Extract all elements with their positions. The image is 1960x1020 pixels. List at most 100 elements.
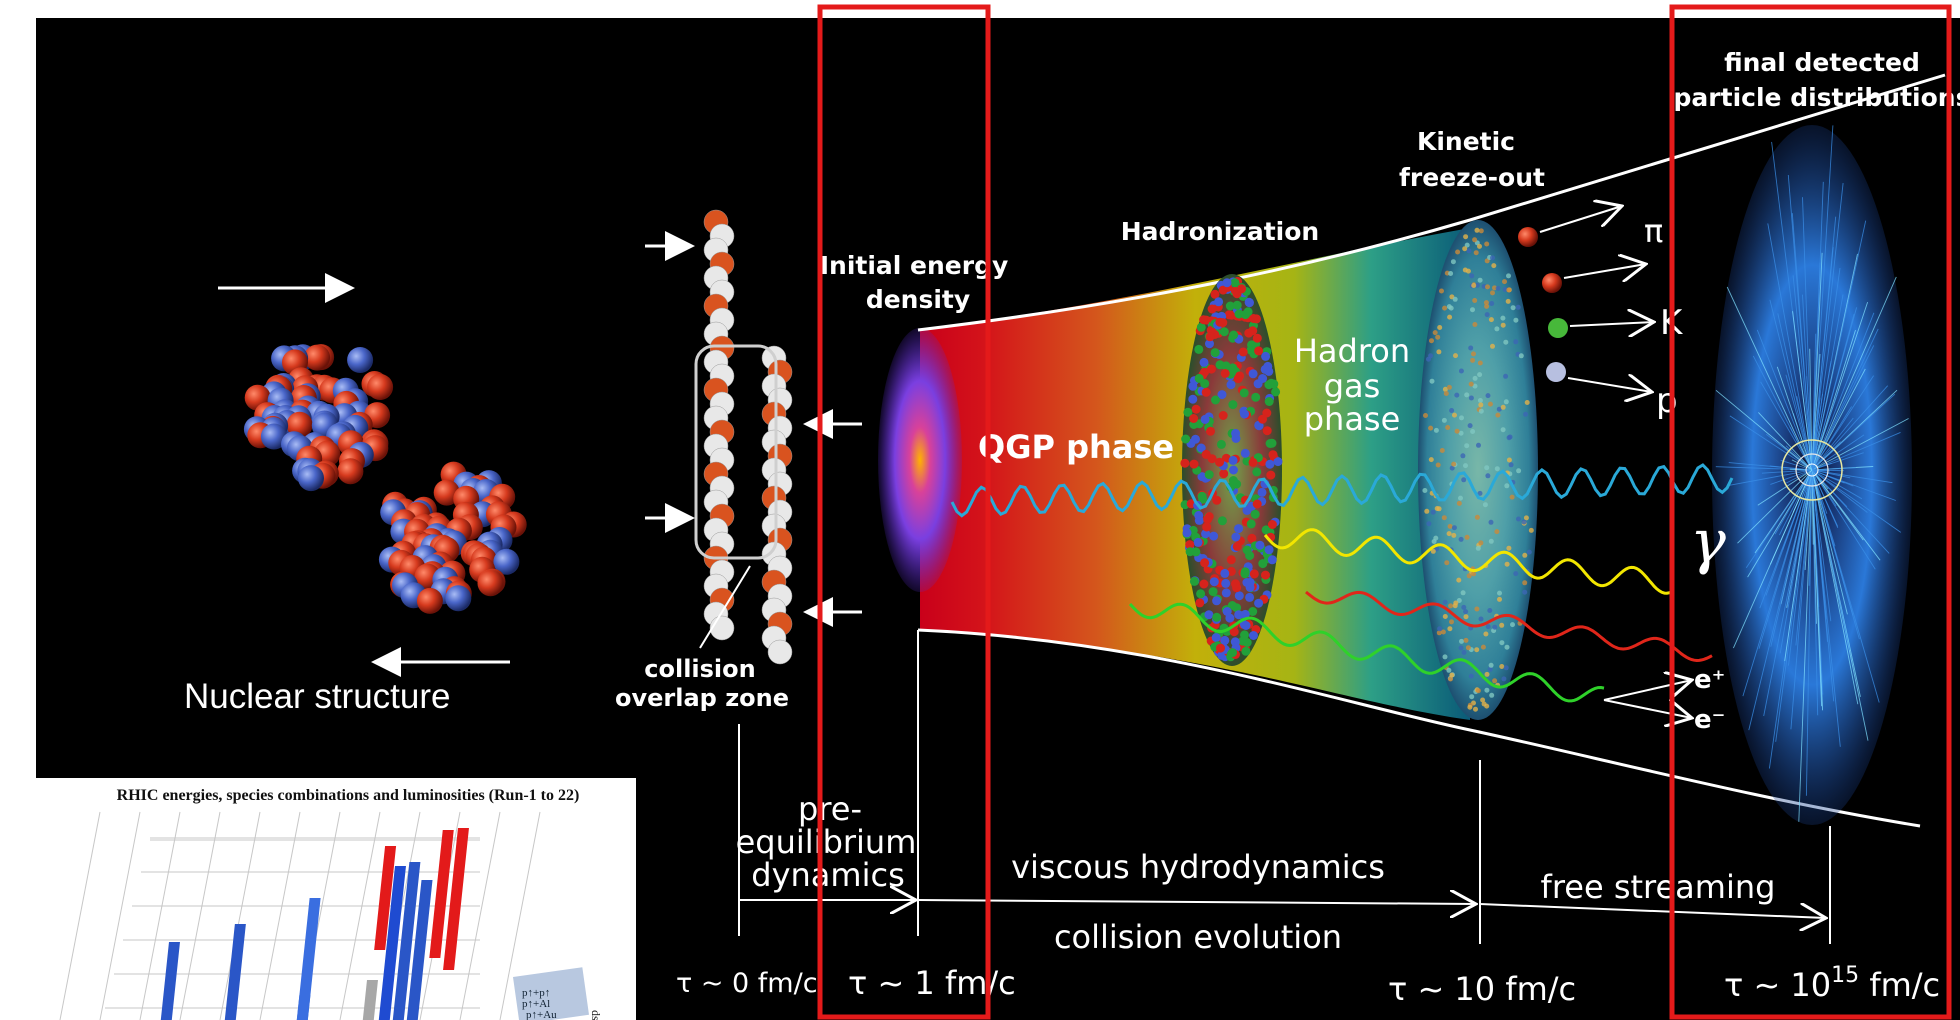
hadron-dot [1251, 392, 1261, 402]
hadron-dot [1242, 545, 1252, 555]
hadron-dot [1195, 598, 1205, 608]
detector-track [1811, 417, 1854, 471]
freeze-out-speck [1510, 622, 1515, 628]
detector-track [1715, 389, 1813, 471]
hadron-dot [1212, 495, 1222, 505]
hadron-dot [1253, 379, 1263, 389]
detector-track [1790, 469, 1813, 730]
freeze-out-speck [1432, 330, 1438, 336]
timeline-arrow-2 [917, 900, 1476, 904]
freeze-out-speck [1444, 560, 1450, 566]
nucleon [304, 344, 331, 371]
hadron-dot [1243, 307, 1253, 317]
hadron-dot [1268, 450, 1278, 460]
freeze-out-speck [1492, 624, 1498, 630]
free-streaming-label: free streaming [1541, 868, 1776, 906]
detector-track [1811, 393, 1823, 471]
freeze-out-speck [1485, 624, 1491, 630]
inset-grid-line [99, 811, 141, 1020]
freeze-out-speck [1504, 644, 1510, 650]
fireball-outline-bottom [917, 628, 1921, 828]
hadron-dot [1234, 610, 1244, 620]
detector-track [1757, 469, 1813, 506]
freeze-out-speck [1500, 427, 1506, 433]
freeze-out-speck [1468, 345, 1474, 351]
collision-zone-label-line2: overlap zone [615, 684, 789, 712]
detector-track [1737, 469, 1813, 544]
hadron-dot [1252, 314, 1261, 324]
hadron-dot [1244, 297, 1254, 307]
detector-track [1811, 469, 1863, 500]
freeze-out-speck [1522, 589, 1528, 595]
freeze-out-speck [1458, 495, 1463, 501]
hadron-dot [1196, 322, 1206, 332]
detector-track [1811, 469, 1876, 570]
hadron-dot [1261, 525, 1271, 535]
freeze-out-speck [1494, 529, 1500, 535]
hadron-dot [1201, 449, 1211, 459]
hadron-dot [1193, 537, 1203, 547]
hadron-dot [1232, 541, 1242, 551]
hadron-dot [1225, 301, 1235, 311]
detector-track [1811, 469, 1839, 527]
freeze-out-speck [1459, 638, 1464, 644]
hadron-dot [1240, 630, 1249, 640]
time-label-10: τ ~ 10 fm/c [1388, 970, 1576, 1008]
freeze-out-speck [1488, 317, 1494, 323]
freeze-out-speck [1470, 429, 1476, 434]
hadron-dot [1210, 348, 1220, 358]
freeze-out-speck [1452, 412, 1457, 418]
hadron-dot [1211, 633, 1221, 643]
detector-track [1809, 348, 1813, 471]
freeze-out-speck [1472, 375, 1478, 381]
inset-bar [392, 862, 421, 1020]
freeze-out-speck [1484, 703, 1490, 709]
particle-ball-2 [1542, 273, 1562, 293]
freeze-out-speck [1474, 606, 1480, 612]
inset-grid-line [59, 811, 101, 1020]
hadron-dot [1231, 428, 1241, 438]
hadron-dot [1214, 297, 1224, 307]
hadron-dot [1194, 373, 1204, 383]
detector-tracks [1715, 125, 1909, 822]
freeze-out-speck [1447, 314, 1453, 320]
freeze-out-speck [1430, 548, 1436, 554]
freeze-out-speck [1522, 552, 1528, 558]
hadron-dot [1196, 589, 1206, 599]
freeze-out-speck [1485, 473, 1491, 479]
freeze-out-speck [1502, 279, 1507, 285]
freeze-out-speck [1430, 509, 1436, 515]
detector-track [1756, 329, 1813, 471]
freeze-out-speck [1424, 508, 1430, 514]
hadron-dot [1188, 394, 1198, 404]
freeze-out-speck [1423, 413, 1428, 418]
freeze-out-speck [1463, 614, 1469, 620]
freeze-out-speck [1449, 672, 1455, 678]
time-label-1: τ ~ 1 fm/c [848, 964, 1016, 1002]
hadron-dot [1222, 278, 1232, 288]
hadron-dot [1228, 648, 1237, 658]
inset-grid-line [219, 811, 261, 1020]
freeze-out-speck [1516, 516, 1521, 522]
hadron-dot [1194, 510, 1204, 520]
hadron-dot [1252, 333, 1262, 343]
freeze-out-speck [1474, 647, 1480, 653]
hadron-dot [1244, 328, 1254, 338]
hadron-dot [1240, 409, 1249, 419]
freeze-out-speck [1484, 241, 1490, 247]
time-label-15-prefix: τ ~ 10 [1724, 966, 1831, 1004]
detector-track [1763, 469, 1813, 717]
hadron-dot [1273, 457, 1283, 467]
freeze-out-speck [1484, 312, 1490, 318]
detector-track [1792, 311, 1813, 471]
hadron-dot [1247, 533, 1257, 543]
freeze-out-speck [1461, 650, 1467, 655]
detector-track [1811, 312, 1875, 471]
freeze-out-speck [1478, 540, 1484, 546]
freeze-out-speck [1490, 290, 1495, 296]
hadron-dot [1230, 278, 1240, 288]
freeze-out-speck [1483, 631, 1489, 637]
viscous-hydro-label: viscous hydrodynamics [1011, 848, 1385, 886]
overlap-nucleon [709, 615, 735, 641]
